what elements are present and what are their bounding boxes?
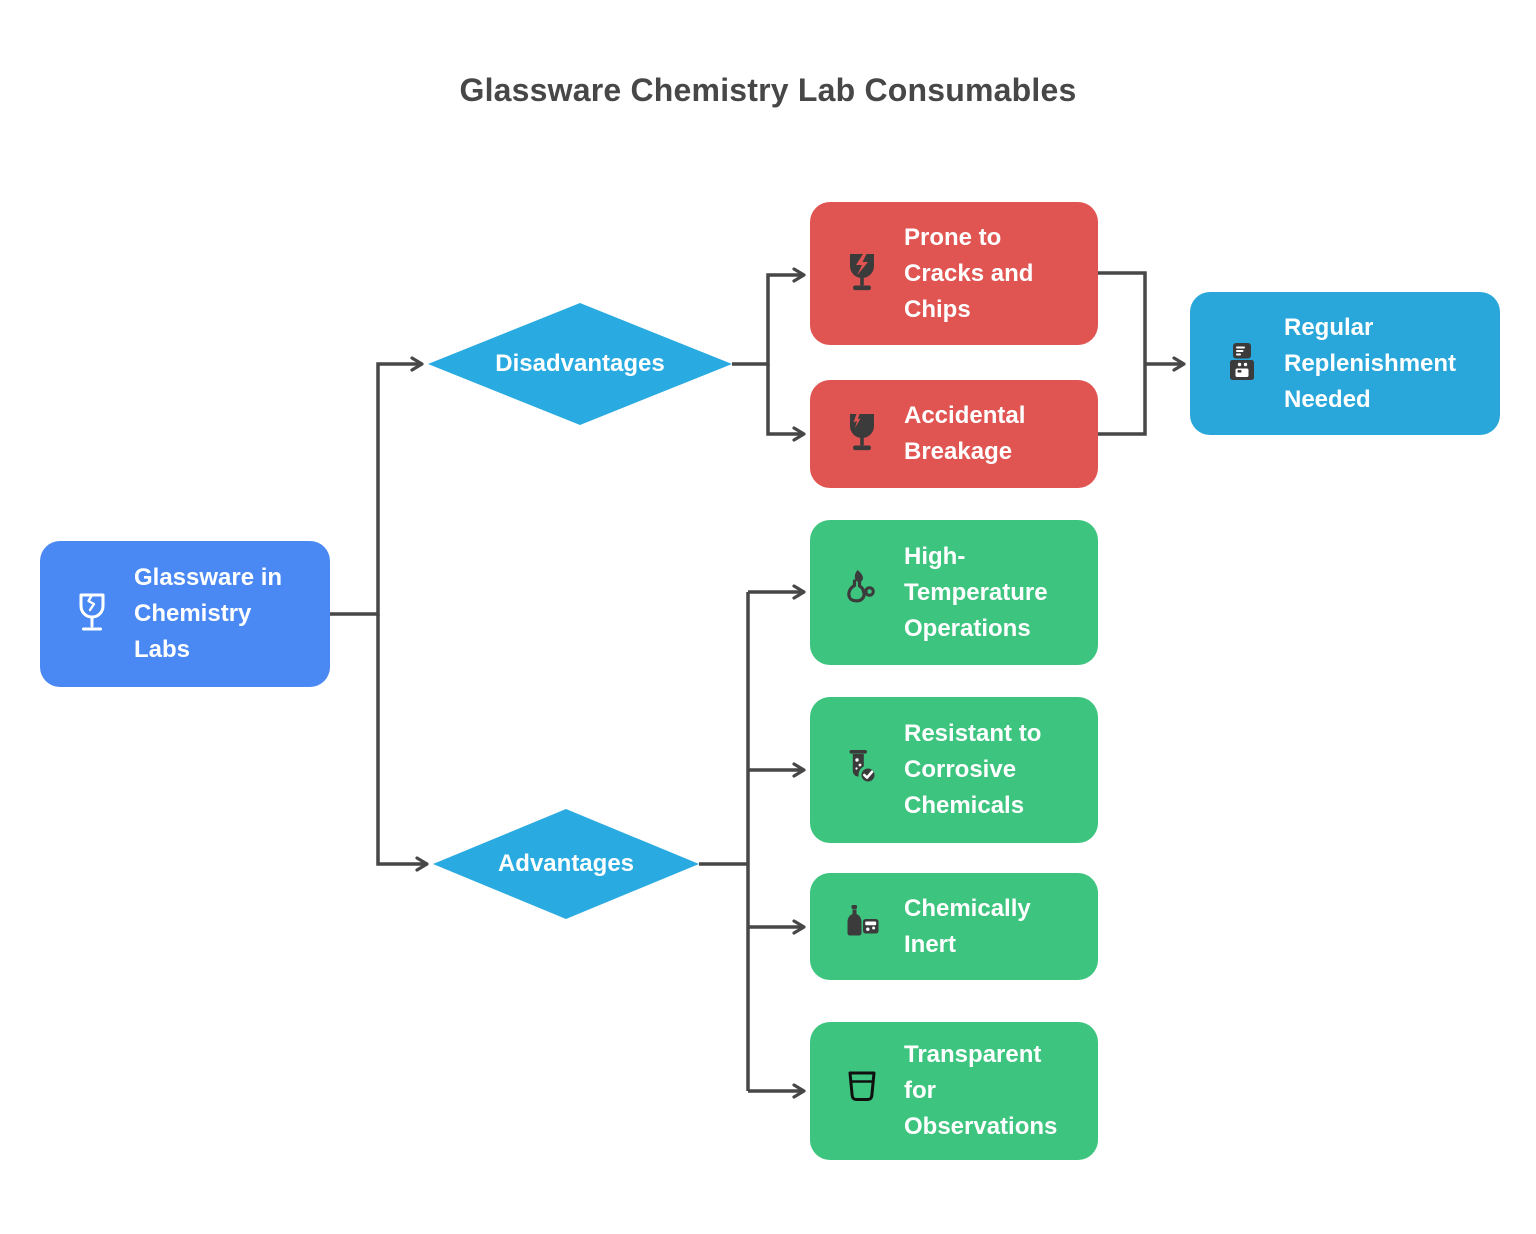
cracked-wine-glass-icon <box>66 588 118 640</box>
node-label: Transparent for Observations <box>904 1041 1058 1140</box>
node-label: High-Temperature Operations <box>904 542 1048 642</box>
node-label: Regular Replenishment Needed <box>1284 313 1457 413</box>
node-prone-to-cracks: Prone to Cracks and Chips <box>810 202 1098 345</box>
burner-flask-icon <box>836 567 888 619</box>
edge-disadv-to-cracks <box>732 267 806 366</box>
fragile-broken-glass-icon <box>836 248 888 300</box>
edge-root-to-advantages <box>376 614 429 872</box>
decision-label: Advantages <box>497 850 635 877</box>
edge-merge-bracket <box>1098 271 1147 436</box>
node-glassware-root: Glassware in Chemistry Labs <box>40 541 330 687</box>
decision-label: Disadvantages <box>495 350 665 377</box>
node-label: Glassware in Chemistry Labs <box>134 564 283 663</box>
chipped-wine-glass-icon <box>836 408 888 460</box>
bottle-and-glass-icon <box>836 901 888 953</box>
node-accidental-breakage: Accidental Breakage <box>810 380 1098 488</box>
node-label: Accidental Breakage <box>904 402 1026 465</box>
diagram-title: Glassware Chemistry Lab Consumables <box>459 72 1077 108</box>
edge-root-to-disadvantages <box>330 356 424 616</box>
node-regular-replenishment: Regular Replenishment Needed <box>1190 292 1500 435</box>
node-transparent: Transparent for Observations <box>810 1022 1098 1160</box>
test-tube-check-icon <box>836 744 888 796</box>
water-dispenser-icon <box>1216 338 1268 390</box>
node-label: Prone to Cracks and Chips <box>904 223 1034 323</box>
drinking-glass-icon <box>836 1065 888 1117</box>
node-label: Resistant to Corrosive Chemicals <box>904 720 1042 819</box>
edge-disadv-to-breakage <box>766 364 806 442</box>
node-high-temperature: High-Temperature Operations <box>810 520 1098 665</box>
node-chemically-inert: Chemically Inert <box>810 873 1098 980</box>
node-corrosion-resistant: Resistant to Corrosive Chemicals <box>810 697 1098 843</box>
node-label: Chemically Inert <box>904 894 1031 958</box>
